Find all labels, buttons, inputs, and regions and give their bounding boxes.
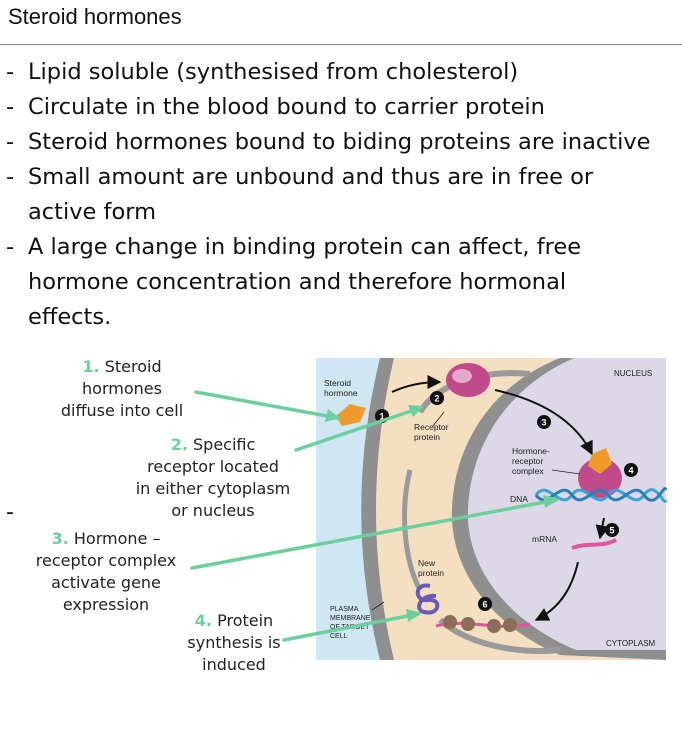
hormone-receptor-complex-shape [578,458,622,498]
callout-arrowhead [325,409,340,422]
bullet-item: -Lipid soluble (synthesised from cholest… [6,59,519,85]
cytoplasm-label: CYTOPLASM [606,639,656,648]
mrna-strand [571,538,617,550]
nucleus [467,358,666,650]
callout-arrowhead [543,495,560,508]
plasma-membrane-label: MEMBRANE [330,615,371,622]
step-2-caption: 2. Specific receptor located in either c… [135,435,291,520]
new-protein-label: New [418,558,436,568]
step-1-caption: 1. Steroid hormones diffuse into cell [60,357,184,420]
svg-text:1: 1 [379,412,384,422]
steroid-action-diagram: 1 2 3 4 5 6 NUCLEUS Steroid hormone Rece… [190,358,668,660]
transcription-arrow [595,517,610,540]
svg-text:3: 3 [541,418,546,428]
new-protein-chain [415,583,440,615]
step-4-caption: 4. Protein synthesis is induced [187,611,281,674]
bullet-item: -A large change in binding protein can a… [6,234,582,330]
bullet-list: -Lipid soluble (synthesised from cholest… [0,55,682,335]
ribosome [443,615,457,629]
svg-text:5: 5 [609,526,614,536]
plasma-membrane-label: PLASMA [330,606,359,613]
complex-label: Hormone- [512,446,550,456]
title-divider [0,44,682,45]
ribosome [487,619,501,633]
bullet-item: -Circulate in the blood bound to carrier… [6,94,545,120]
bound-hormone-shape [588,448,612,474]
mrna-label: mRNA [532,534,557,544]
translocation-arrow [494,389,593,456]
callout-arrow-2 [294,406,422,452]
callout-arrow-1 [194,390,340,420]
step-marker: 6 [478,597,492,611]
er-membrane [402,469,423,592]
steroid-hormone-label: Steroid [324,378,351,388]
leader-line [371,601,385,611]
nucleus-label: NUCLEUS [614,369,652,378]
export-arrow [534,561,579,621]
receptor-protein-label: protein [414,432,440,442]
callout-arrowhead [406,609,422,622]
stray-dash: - [6,500,14,525]
slide-title: Steroid hormones [8,4,182,29]
callout-arrow-4 [282,612,420,642]
step-marker: 4 [624,463,638,477]
svg-text:2: 2 [434,394,439,404]
receptor-protein-label: Receptor [414,422,449,432]
svg-text:4: 4 [628,466,633,476]
leader-line [432,411,445,427]
svg-text:6: 6 [482,600,487,610]
step-marker: 5 [605,523,619,537]
diffusion-arrow [391,375,442,393]
step-3-caption: 3. Hormone – receptor complex activate g… [35,529,177,614]
steroid-hormone-label: hormone [324,388,358,398]
new-protein-label: protein [418,568,444,578]
complex-label: receptor [512,456,543,466]
bullet-item: -Steroid hormones bound to biding protei… [6,129,651,155]
step-marker: 2 [430,391,444,405]
dna-label: DNA [510,494,528,504]
complex-label: complex [512,466,544,476]
callout-arrowhead [408,405,424,417]
receptor-protein-highlight [452,369,472,383]
ribosome [461,617,475,631]
plasma-membrane-label: CELL [330,633,348,640]
callout-arrow-3 [190,498,558,570]
bullet-item: -Small amount are unbound and thus are i… [6,164,594,225]
dna-strand [534,487,668,502]
steroid-hormone-shape [336,404,366,426]
step-marker: 3 [537,415,551,429]
ribosome [503,618,517,632]
leader-line [551,469,581,475]
